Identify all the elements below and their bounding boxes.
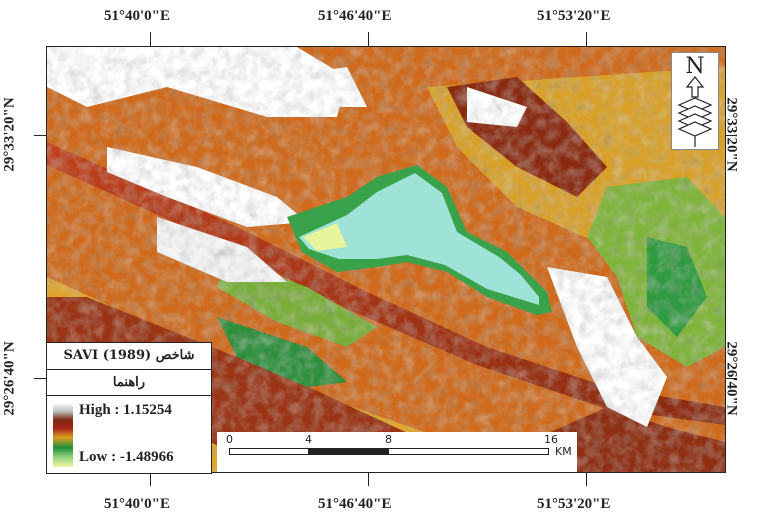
scale-tick-16: 16: [544, 433, 558, 446]
north-arrow: N: [671, 52, 719, 150]
scale-segment-1: [229, 448, 309, 455]
left-tick-2: [34, 378, 46, 379]
scale-segment-2: [308, 448, 389, 455]
right-tick-2: [725, 378, 737, 379]
scale-tick-4: 4: [305, 433, 312, 446]
north-arrow-shape: [685, 76, 705, 98]
legend-color-ramp: [53, 403, 73, 467]
scale-tick-0: 0: [226, 433, 233, 446]
left-tick-1: [34, 135, 46, 136]
north-arrow-icon: N: [677, 54, 713, 147]
legend-title: شاخص SAVI (1989): [47, 343, 211, 370]
bottom-coord-label-3: 51°53'20"E: [537, 496, 611, 512]
left-coord-label-1: 29°33'20"N: [1, 97, 18, 172]
bottom-coord-label-1: 51°40'0"E: [104, 496, 170, 512]
left-coord-label-2: 29°26'40"N: [1, 341, 18, 416]
top-coord-label-2: 51°46'40"E: [318, 8, 392, 24]
scale-unit: KM: [555, 445, 572, 458]
legend-low-value: Low : -1.48966: [79, 449, 174, 465]
legend-box: شاخص SAVI (1989) راهنما High : 1.15254 L…: [46, 342, 212, 474]
bottom-tick-3: [586, 472, 587, 486]
top-tick-1: [150, 32, 151, 46]
north-letter: N: [685, 54, 704, 79]
top-coord-label-1: 51°40'0"E: [104, 8, 170, 24]
lake-shallow-west: [303, 223, 347, 251]
top-coord-label-3: 51°53'20"E: [537, 8, 611, 24]
legend-high-value: High : 1.15254: [79, 402, 172, 418]
scale-bar: 0 4 8 16 KM: [217, 432, 577, 472]
bottom-tick-2: [368, 472, 369, 486]
lake-water: [299, 173, 539, 305]
top-tick-3: [586, 32, 587, 46]
top-tick-2: [368, 32, 369, 46]
legend-heading: راهنما: [47, 370, 211, 396]
bottom-tick-1: [150, 472, 151, 486]
scale-tick-8: 8: [385, 433, 392, 446]
bottom-coord-label-2: 51°46'40"E: [318, 496, 392, 512]
right-tick-1: [725, 135, 737, 136]
scale-segment-3: [388, 448, 549, 455]
